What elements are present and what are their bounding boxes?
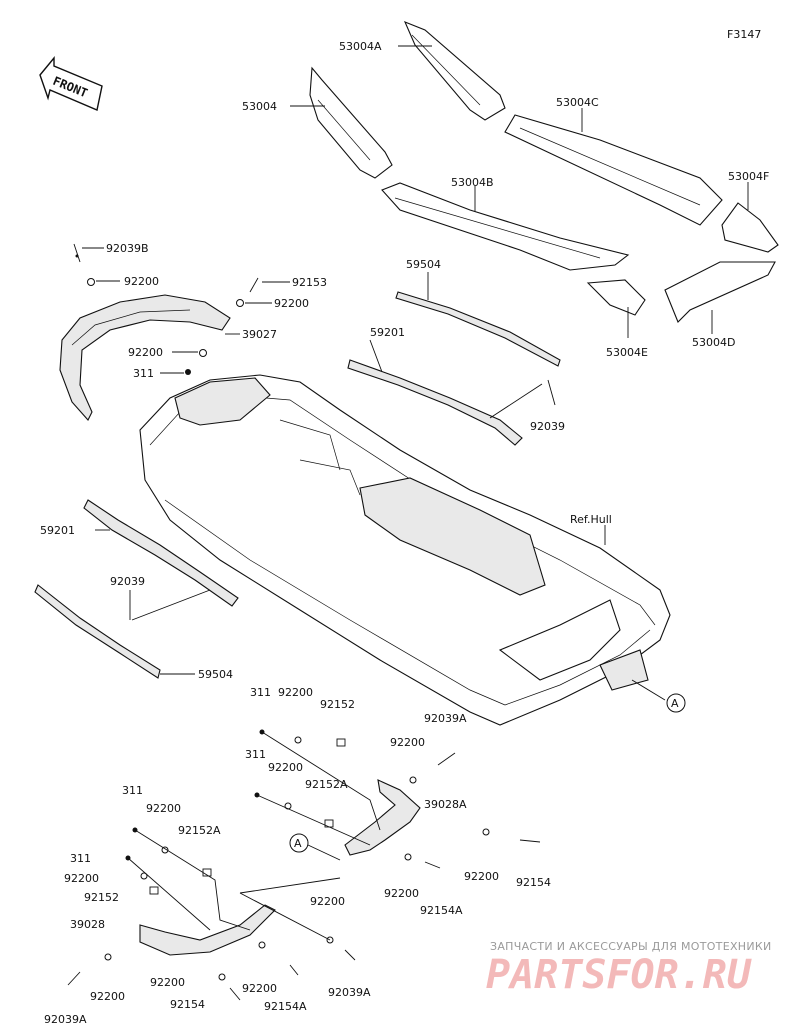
label-53004C: 53004C — [556, 96, 599, 109]
label-92200-i: 92200 — [384, 887, 419, 900]
decal-53004D — [664, 261, 776, 323]
label-311-a: 311 — [133, 367, 154, 380]
label-92200-j: 92200 — [64, 872, 99, 885]
label-92153: 92153 — [292, 276, 327, 289]
strip-59504-left — [34, 584, 161, 679]
label-311-e: 311 — [70, 852, 91, 865]
decal-53004B — [381, 182, 630, 271]
label-92200-k: 92200 — [310, 895, 345, 908]
label-59504-left: 59504 — [198, 668, 233, 681]
decal-53004E — [586, 279, 646, 316]
rail-39028A — [344, 779, 421, 856]
strip-59504-top — [395, 291, 561, 367]
label-59201-top: 59201 — [370, 326, 405, 339]
label-311-d: 311 — [122, 784, 143, 797]
decal-53004C — [504, 114, 723, 226]
strip-59201-top — [347, 359, 523, 446]
label-92152-b: 92152 — [84, 891, 119, 904]
hull — [139, 374, 671, 726]
label-92039B: 92039B — [106, 242, 149, 255]
label-39027: 39027 — [242, 328, 277, 341]
callout-a-hull: A — [671, 697, 679, 710]
front-arrow-icon: FRONT — [39, 56, 103, 111]
label-53004B: 53004B — [451, 176, 494, 189]
label-92039-left: 92039 — [110, 575, 145, 588]
label-92200-b: 92200 — [274, 297, 309, 310]
label-92152-a: 92152 — [320, 698, 355, 711]
label-92200-a: 92200 — [124, 275, 159, 288]
label-92154A-a: 92154A — [420, 904, 463, 917]
label-92200-e: 92200 — [390, 736, 425, 749]
label-39028: 39028 — [70, 918, 105, 931]
callout-a-rail: A — [294, 837, 302, 850]
label-92152A-b: 92152A — [178, 824, 221, 837]
label-92152A-a: 92152A — [305, 778, 348, 791]
label-92039A-c: 92039A — [44, 1013, 87, 1026]
label-53004E: 53004E — [606, 346, 648, 359]
label-92200-f: 92200 — [268, 761, 303, 774]
label-92200-c: 92200 — [128, 346, 163, 359]
label-92200-d: 92200 — [278, 686, 313, 699]
label-53004: 53004 — [242, 100, 277, 113]
rail-39028 — [139, 904, 276, 956]
label-53004F: 53004F — [728, 170, 769, 183]
label-92200-h: 92200 — [464, 870, 499, 883]
label-92039A-a: 92039A — [424, 712, 467, 725]
label-39028A: 39028A — [424, 798, 467, 811]
diagram-code: F3147 — [727, 28, 761, 41]
label-311-b: 311 — [250, 686, 271, 699]
bumper-39027 — [59, 294, 231, 421]
label-ref-hull: Ref.Hull — [570, 513, 612, 526]
watermark-logo: PARTSFOR.RU — [486, 952, 752, 998]
decal-53004 — [309, 66, 393, 179]
decal-53004F — [721, 202, 779, 253]
label-92200-g: 92200 — [146, 802, 181, 815]
label-92039A-b: 92039A — [328, 986, 371, 999]
label-59504-top: 59504 — [406, 258, 441, 271]
label-92200-l: 92200 — [150, 976, 185, 989]
label-92039-top: 92039 — [530, 420, 565, 433]
label-53004A: 53004A — [339, 40, 382, 53]
strip-59201-left — [83, 499, 239, 607]
label-59201-left: 59201 — [40, 524, 75, 537]
label-53004D: 53004D — [692, 336, 735, 349]
label-92200-n: 92200 — [90, 990, 125, 1003]
label-92154: 92154 — [516, 876, 551, 889]
label-92154-b: 92154 — [170, 998, 205, 1011]
decal-53004A — [403, 20, 506, 121]
label-311-c: 311 — [245, 748, 266, 761]
label-92154A-b: 92154A — [264, 1000, 307, 1013]
label-92200-m: 92200 — [242, 982, 277, 995]
watermark-top-text: ЗАПЧАСТИ И АКСЕССУАРЫ ДЛЯ МОТОТЕХНИКИ — [490, 940, 772, 953]
